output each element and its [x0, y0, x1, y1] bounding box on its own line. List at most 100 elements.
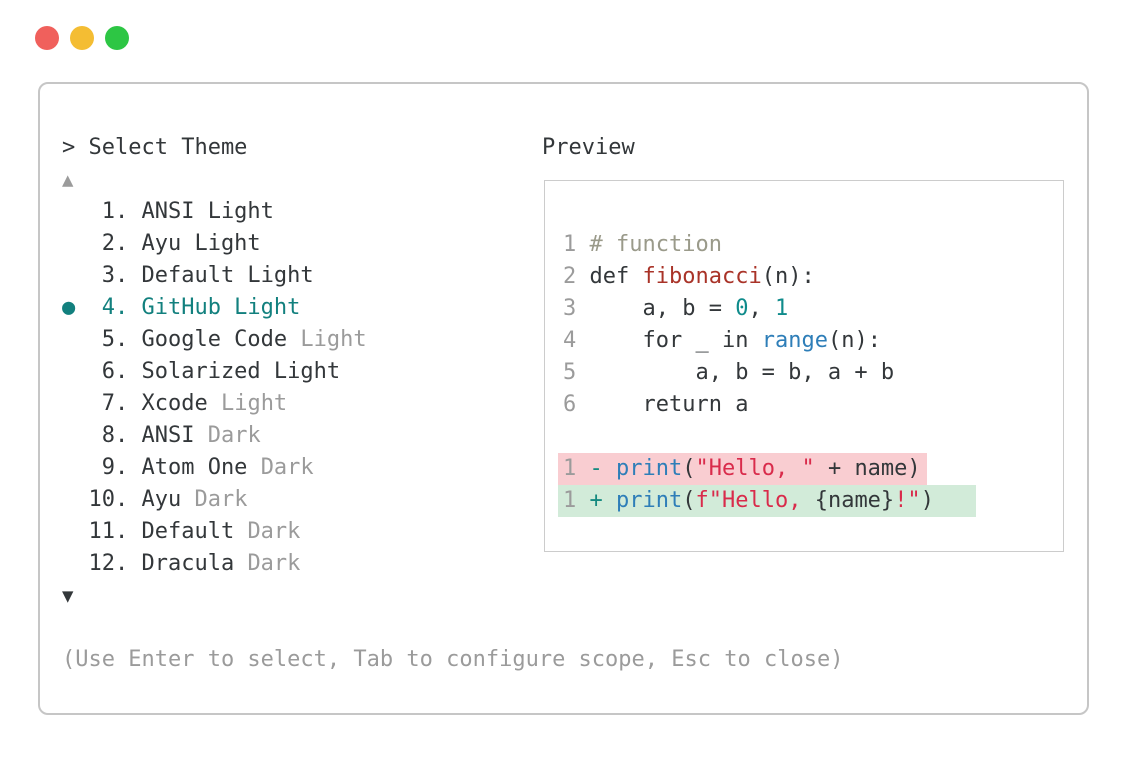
code-token: + [589, 488, 616, 513]
selected-bullet-icon: ● [62, 295, 76, 320]
code-token: , [748, 296, 775, 321]
theme-number: 6. [101, 359, 129, 384]
theme-option-3[interactable]: 3. Default Light [62, 260, 843, 292]
line-number: 1 [563, 232, 577, 257]
theme-number: 8. [101, 423, 129, 448]
code-line: 3 a, b = 0, 1 [563, 293, 976, 325]
code-token: print [616, 488, 683, 513]
theme-option-1[interactable]: 1. ANSI Light [62, 196, 843, 228]
code-token: ) [920, 488, 934, 513]
theme-option-2[interactable]: 2. Ayu Light [62, 228, 843, 260]
theme-option-5[interactable]: 5. Google Code Light [62, 324, 843, 356]
line-number: 1 [563, 488, 577, 513]
code-token: fibonacci [642, 264, 762, 289]
code-token: (n): [827, 328, 881, 353]
theme-option-6[interactable]: 6. Solarized Light [62, 356, 843, 388]
theme-variant-suffix: Dark [247, 551, 301, 576]
code-line: 2 def fibonacci(n): [563, 261, 976, 293]
minimize-button[interactable] [70, 26, 94, 50]
code-token: "Hello, " [695, 456, 815, 481]
theme-name: Atom One [141, 455, 248, 480]
code-line: 6 return a [563, 389, 976, 421]
code-token: !" [894, 488, 921, 513]
line-number: 2 [563, 264, 577, 289]
code-token: (n): [761, 264, 815, 289]
theme-name: Ayu [141, 487, 182, 512]
theme-variant-suffix: Light [220, 391, 288, 416]
code-token: # function [589, 232, 722, 257]
code-token: return [642, 392, 722, 417]
theme-name: Default Light [141, 263, 314, 288]
code-token: 0 [735, 296, 749, 321]
theme-number: 1. [101, 199, 129, 224]
line-number: 1 [563, 456, 577, 481]
theme-number: 7. [101, 391, 129, 416]
spacer-line [62, 612, 843, 644]
theme-number: 4. [101, 295, 129, 320]
theme-number: 5. [101, 327, 129, 352]
theme-option-4[interactable]: ● 4. GitHub Light [62, 292, 843, 324]
code-token: def [589, 264, 643, 289]
theme-variant-suffix: Dark [207, 423, 261, 448]
select-theme-prompt: > Select Theme [62, 135, 248, 160]
theme-option-10[interactable]: 10. Ayu Dark [62, 484, 843, 516]
code-token: + name) [814, 456, 921, 481]
theme-variant-suffix: Dark [247, 519, 301, 544]
theme-name: Dracula [141, 551, 235, 576]
close-button[interactable] [35, 26, 59, 50]
line-number: 5 [563, 360, 577, 385]
preview-label: Preview [542, 135, 635, 160]
theme-option-12[interactable]: 12. Dracula Dark [62, 548, 843, 580]
code-token: print [616, 456, 683, 481]
theme-name: ANSI [141, 423, 195, 448]
window-controls [35, 26, 129, 50]
theme-variant-suffix: Light [300, 327, 367, 352]
code-token: range [761, 328, 828, 353]
theme-name: Default [141, 519, 235, 544]
scroll-up-arrow-icon[interactable]: ▲ [62, 169, 74, 191]
code-token: ( [682, 488, 696, 513]
code-token: ( [682, 456, 696, 481]
diff-line-added: 1 + print(f"Hello, {name}!") [558, 485, 976, 517]
code-token: a, b = b, a + b [589, 360, 895, 385]
theme-variant-suffix: Dark [194, 487, 248, 512]
theme-number: 12. [88, 551, 129, 576]
code-token: {name} [814, 488, 895, 513]
line-number: 4 [563, 328, 577, 353]
line-number: 6 [563, 392, 577, 417]
theme-option-9[interactable]: 9. Atom One Dark [62, 452, 843, 484]
code-line: 1 # function [563, 229, 976, 261]
code-token: for [642, 328, 683, 353]
code-token: _ [682, 328, 722, 353]
code-token [748, 328, 761, 353]
theme-option-8[interactable]: 8. ANSI Dark [62, 420, 843, 452]
diff-line-removed: 1 - print("Hello, " + name) [558, 453, 976, 485]
code-line [563, 421, 976, 453]
theme-option-11[interactable]: 11. Default Dark [62, 516, 843, 548]
theme-name: Ayu Light [141, 231, 261, 256]
theme-number: 10. [88, 487, 129, 512]
code-token [590, 392, 643, 417]
theme-variant-suffix: Dark [260, 455, 314, 480]
theme-name: ANSI Light [141, 199, 274, 224]
keyboard-hints: (Use Enter to select, Tab to configure s… [62, 647, 844, 672]
theme-name: GitHub Light [141, 295, 301, 320]
theme-name: Google Code [141, 327, 288, 352]
maximize-button[interactable] [105, 26, 129, 50]
code-line: 5 a, b = b, a + b [563, 357, 976, 389]
theme-name: Xcode [141, 391, 208, 416]
theme-option-7[interactable]: 7. Xcode Light [62, 388, 843, 420]
theme-number: 3. [101, 263, 129, 288]
code-token: a [721, 392, 749, 417]
code-token: in [721, 328, 749, 353]
theme-name: Solarized Light [141, 359, 341, 384]
theme-number: 2. [101, 231, 129, 256]
diff-highlight: 1 - print("Hello, " + name) [558, 453, 927, 485]
scroll-down-arrow-icon[interactable]: ▼ [62, 585, 74, 607]
diff-highlight: 1 + print(f"Hello, {name}!") [558, 485, 976, 517]
